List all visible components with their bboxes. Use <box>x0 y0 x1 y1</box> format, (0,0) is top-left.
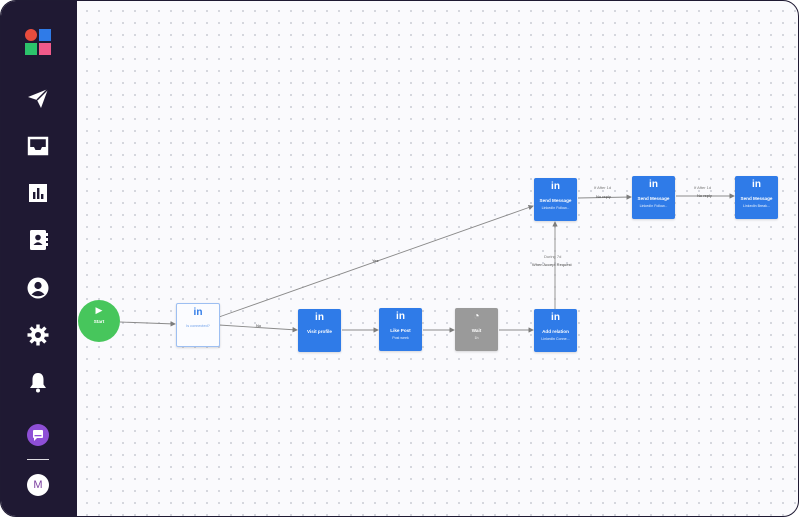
bell-icon <box>30 373 46 393</box>
msg2-sub: LinkedIn Follow... <box>639 204 668 208</box>
nav-inbox[interactable] <box>23 131 53 161</box>
bar-chart-icon <box>29 184 47 202</box>
logo-green-square <box>25 43 37 55</box>
chat-icon <box>27 424 49 446</box>
nav-profile[interactable] <box>23 273 53 303</box>
account-avatar[interactable]: M <box>27 474 49 496</box>
msg2-label: Send Message <box>637 196 670 201</box>
linkedin-icon: in <box>193 307 203 318</box>
paper-plane-icon <box>28 88 49 108</box>
nav-analytics[interactable] <box>23 178 53 208</box>
logo-red-circle <box>25 29 37 41</box>
user-circle-icon <box>27 277 49 299</box>
wait-sub: 1h <box>474 336 479 340</box>
msg3-sub: LinkedIn Break... <box>743 204 770 208</box>
edge-label-yes: Yes <box>372 258 379 263</box>
send-message-node-1[interactable]: in Send Message LinkedIn Follow... <box>534 178 577 221</box>
edge-label-no: No <box>256 323 262 328</box>
nav-settings[interactable] <box>23 320 53 350</box>
send-message-node-2[interactable]: in Send Message LinkedIn Follow... <box>632 176 675 219</box>
start-label: Start <box>93 319 105 324</box>
logo-pink-square <box>39 43 51 55</box>
nav-contacts[interactable] <box>23 225 53 255</box>
visit-profile-node[interactable]: in Visit profile <box>298 309 341 352</box>
contact-book-icon <box>30 230 48 250</box>
msg1-label: Send Message <box>539 198 572 203</box>
add-sub: LinkedIn Conne... <box>541 337 570 341</box>
edge-label-accept: When Accept Request <box>532 262 572 267</box>
clock-icon: ◔ <box>473 311 480 322</box>
nav-campaigns[interactable] <box>23 83 53 113</box>
sidebar-divider <box>27 459 49 460</box>
logo-blue-square <box>39 29 51 41</box>
edge-label-after-1: If After 1d <box>594 185 612 190</box>
wait-node[interactable]: ◔ Wait 1h <box>455 308 498 351</box>
app-logo[interactable] <box>25 29 51 55</box>
sidebar: M <box>1 1 77 516</box>
nav-support-chat[interactable] <box>23 420 53 450</box>
workflow-canvas[interactable] <box>77 1 798 516</box>
linkedin-icon: in <box>551 312 560 323</box>
msg3-label: Send Message <box>740 196 773 201</box>
condition-sub: Is connected? <box>186 324 210 328</box>
gear-icon <box>27 324 49 346</box>
add-relation-node[interactable]: in Add relation LinkedIn Conne... <box>534 309 577 352</box>
edge-label-after-2: If After 1d <box>694 185 712 190</box>
edge-label-noreply-2: No reply <box>697 193 712 198</box>
msg1-sub: LinkedIn Follow... <box>541 206 570 210</box>
linkedin-icon: in <box>315 312 324 323</box>
start-node[interactable]: ▶ Start <box>78 300 120 342</box>
like-label: Like Post <box>390 328 411 333</box>
send-message-node-3[interactable]: in Send Message LinkedIn Break... <box>735 176 778 219</box>
edge-label-during: During 7d <box>544 254 562 259</box>
play-icon: ▶ <box>95 305 103 315</box>
linkedin-icon: in <box>396 311 405 322</box>
linkedin-icon: in <box>551 181 560 192</box>
linkedin-icon: in <box>649 179 658 190</box>
inbox-icon <box>27 136 49 156</box>
linkedin-icon: in <box>752 179 761 190</box>
add-label: Add relation <box>542 329 569 334</box>
edge-label-noreply-1: No reply <box>596 194 611 199</box>
like-sub: Post week <box>392 336 409 340</box>
visit-label: Visit profile <box>307 329 332 334</box>
wait-label: Wait <box>471 328 482 333</box>
like-post-node[interactable]: in Like Post Post week <box>379 308 422 351</box>
nav-notifications[interactable] <box>23 367 53 397</box>
condition-node[interactable]: in Is connected? <box>176 303 220 347</box>
